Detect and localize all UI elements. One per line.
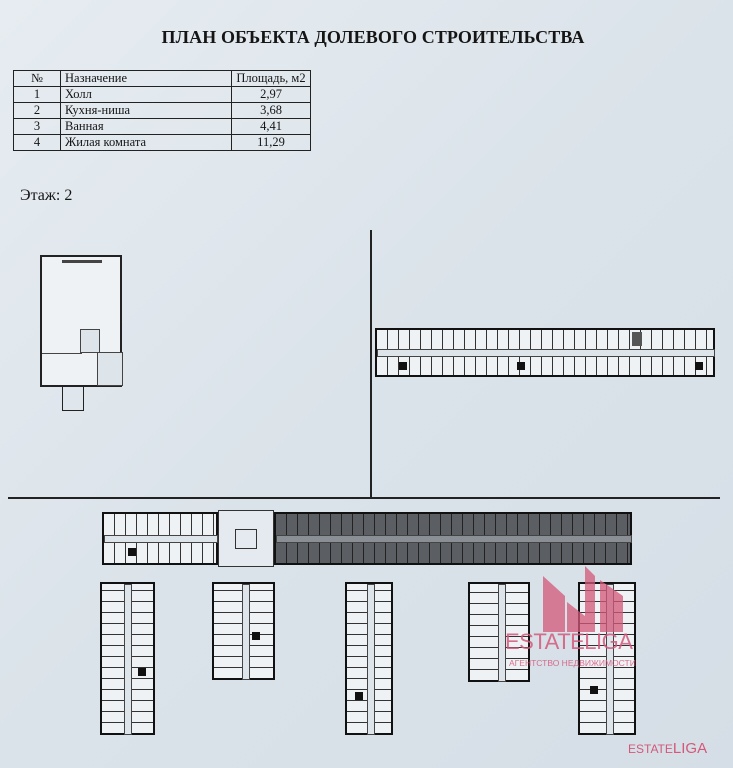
rooms-table: № Назначение Площадь, м2 1 Холл 2,97 2 К… bbox=[13, 70, 311, 151]
cell-purpose: Холл bbox=[60, 86, 232, 103]
table-row: 2 Кухня-ниша 3,68 bbox=[13, 102, 311, 119]
cell-number: 2 bbox=[13, 102, 61, 119]
small-watermark-right: LIGA bbox=[672, 740, 708, 757]
site-building-tower bbox=[468, 582, 530, 682]
site-building-left-section bbox=[102, 512, 218, 565]
table-row: 4 Жилая комната 11,29 bbox=[13, 134, 311, 151]
estateliga-logo-icon bbox=[543, 566, 623, 632]
small-watermark-left: ESTATE bbox=[628, 742, 673, 756]
table-row: 3 Ванная 4,41 bbox=[13, 118, 311, 135]
divider-horizontal bbox=[8, 497, 720, 499]
estateliga-watermark: ESTATELIGA АГЕНТСТВО НЕДВИЖИМОСТИ bbox=[505, 566, 675, 676]
small-watermark: ESTATELIGA bbox=[628, 740, 707, 757]
cell-purpose: Кухня-ниша bbox=[60, 102, 232, 119]
divider-vertical bbox=[370, 230, 372, 498]
site-stair-core bbox=[218, 510, 274, 567]
site-building-highlighted-section bbox=[274, 512, 632, 565]
watermark-brand: ESTATELIGA bbox=[505, 629, 633, 654]
cell-number: 3 bbox=[13, 118, 61, 135]
cell-purpose: Ванная bbox=[60, 118, 232, 135]
apartment-plan bbox=[40, 255, 123, 387]
header-purpose: Назначение bbox=[60, 70, 232, 87]
header-area: Площадь, м2 bbox=[231, 70, 311, 87]
floor-plan-building bbox=[375, 328, 715, 377]
site-building-tower bbox=[345, 582, 393, 735]
site-building-tower bbox=[100, 582, 155, 735]
watermark-subtitle: АГЕНТСТВО НЕДВИЖИМОСТИ bbox=[509, 658, 636, 668]
cell-area: 3,68 bbox=[231, 102, 311, 119]
floor-label: Этаж: 2 bbox=[20, 187, 73, 204]
table-header-row: № Назначение Площадь, м2 bbox=[13, 70, 311, 87]
cell-area: 2,97 bbox=[231, 86, 311, 103]
cell-number: 1 bbox=[13, 86, 61, 103]
cell-purpose: Жилая комната bbox=[60, 134, 232, 151]
cell-number: 4 bbox=[13, 134, 61, 151]
site-building-tower bbox=[212, 582, 275, 680]
header-number: № bbox=[13, 70, 61, 87]
table-row: 1 Холл 2,97 bbox=[13, 86, 311, 103]
apartment-entrance bbox=[62, 386, 84, 411]
cell-area: 11,29 bbox=[231, 134, 311, 151]
cell-area: 4,41 bbox=[231, 118, 311, 135]
page-title: ПЛАН ОБЪЕКТА ДОЛЕВОГО СТРОИТЕЛЬСТВА bbox=[161, 27, 585, 47]
